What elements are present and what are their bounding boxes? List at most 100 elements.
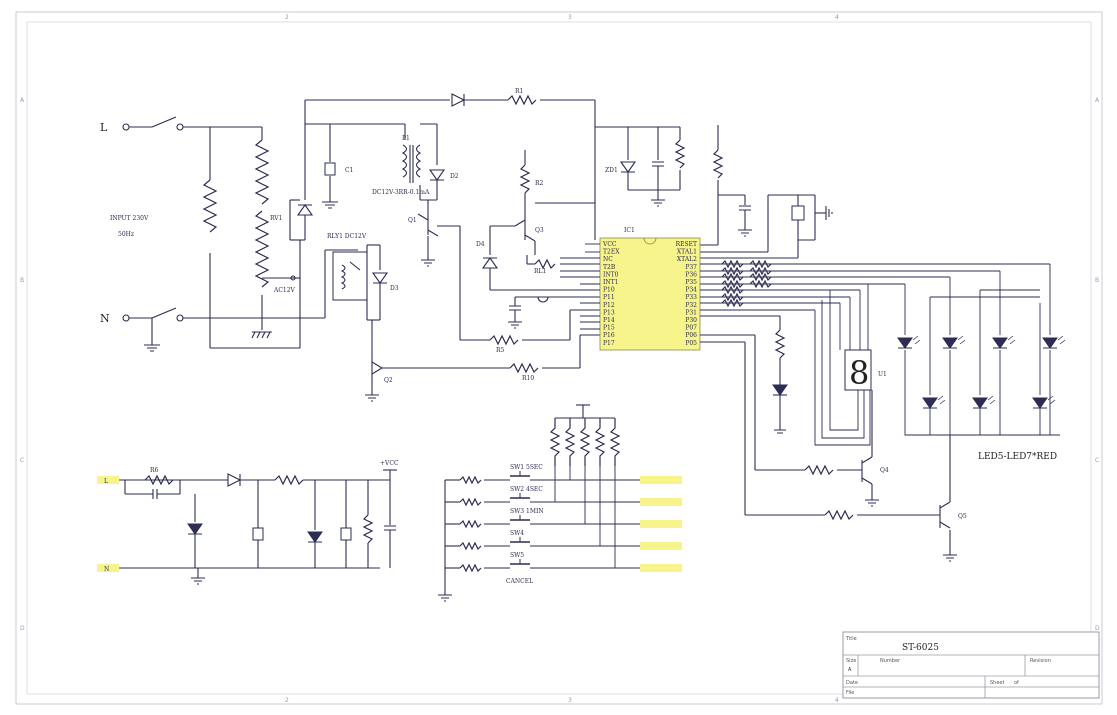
key-label: SW1 5SEC <box>510 464 543 471</box>
vcc-label: +VCC <box>380 460 399 467</box>
led-group-label: LED5-LED7*RED <box>978 452 1057 462</box>
resistor-r18 <box>721 279 744 289</box>
svg-text:2: 2 <box>285 14 289 21</box>
input-transistor-section: R2 Q3 D4 RL1 R5 <box>437 150 600 354</box>
led <box>1042 335 1066 349</box>
microcontroller-ic1: IC1 VCCT2EXNCT2BINT0INT1P10P11P12P13P14P… <box>560 227 1050 351</box>
svg-text:R2: R2 <box>535 180 544 187</box>
capacitor-c3 <box>509 305 521 311</box>
resistor-r3 <box>674 139 686 169</box>
resistor-r4 <box>712 149 724 179</box>
indicator-led-d5 <box>772 384 788 396</box>
ic1-left-pins: VCCT2EXNCT2BINT0INT1P10P11P12P13P14P15P1… <box>602 241 620 347</box>
key-row: SW4 <box>445 530 682 551</box>
supply-l-label: L <box>104 478 108 485</box>
svg-text:D4: D4 <box>476 241 485 248</box>
resistor-r6 <box>144 474 174 486</box>
svg-text:R10: R10 <box>522 375 534 382</box>
seven-segment-digit: 8 <box>849 354 869 392</box>
ic1-pin-left: INT0 <box>603 271 619 278</box>
svg-text:2: 2 <box>285 697 289 704</box>
ic1-pin-left: P10 <box>603 287 615 294</box>
key-series-resistor <box>459 519 482 529</box>
diode-d5 <box>481 257 499 269</box>
size-value: A <box>848 667 852 673</box>
key-row: SW1 5SEC <box>445 464 682 485</box>
svg-text:P1: P1 <box>402 135 410 142</box>
resistor-r10 <box>509 362 539 374</box>
date-field-label: Date <box>846 680 858 686</box>
svg-text:R1: R1 <box>515 88 523 95</box>
pullup-resistor-5 <box>609 418 621 466</box>
zener-zd2 <box>307 531 323 543</box>
svg-text:Q3: Q3 <box>535 227 544 234</box>
mains-input: L N INPUT 230V 50Hz AC12V RV1 <box>100 116 325 352</box>
svg-text:R6: R6 <box>150 467 159 474</box>
key-connector <box>640 498 682 506</box>
supply-n-label: N <box>104 566 109 573</box>
key-connector <box>640 476 682 484</box>
resistor-r17 <box>721 272 744 282</box>
svg-text:R5: R5 <box>496 347 505 354</box>
svg-text:Q1: Q1 <box>408 217 417 224</box>
ic1-pin-right: P07 <box>685 325 697 332</box>
led <box>992 335 1016 349</box>
ic1-pin-right: P06 <box>685 332 697 339</box>
ic1-pin-right: P36 <box>685 271 697 278</box>
svg-text:RL1: RL1 <box>534 268 546 275</box>
led <box>897 335 921 349</box>
svg-text:A: A <box>20 97 25 104</box>
sheet-of-label: of <box>1014 680 1019 686</box>
svg-text:Q5: Q5 <box>958 513 967 520</box>
resistor-r8 <box>804 464 834 476</box>
flyback-diode-d2 <box>428 169 446 181</box>
x-capacitor-c1 <box>152 489 158 499</box>
ic1-pin-right: P31 <box>685 309 697 316</box>
resistor-r5 <box>489 334 519 346</box>
crystal-y1 <box>791 205 805 221</box>
ic1-pin-right: P37 <box>685 264 697 271</box>
ic1-pin-left: INT1 <box>603 279 618 286</box>
rectifier-diode-d7 <box>227 473 242 487</box>
pullup-resistor-4 <box>594 418 606 466</box>
ic1-pin-left: P13 <box>603 309 615 316</box>
dc-supply-section: L N R6 +VCC <box>97 460 399 585</box>
key-label: SW2 4SEC <box>510 486 543 493</box>
bulk-capacitor-c5 <box>252 527 264 541</box>
svg-text:D: D <box>1095 625 1100 632</box>
ic1-pin-left: P16 <box>603 332 615 339</box>
ic1-pin-right: P34 <box>685 287 697 294</box>
ic1-pin-left: P14 <box>603 317 615 324</box>
dropper-resistor-2 <box>254 210 270 288</box>
key-series-resistor <box>459 541 482 551</box>
svg-text:Q2: Q2 <box>384 377 393 384</box>
key-series-resistor <box>459 563 482 573</box>
seven-segment-designator: U1 <box>878 371 887 378</box>
number-field-label: Number <box>880 658 901 664</box>
dropper-resistor-1 <box>254 139 270 205</box>
ic1-pin-right: XTAL2 <box>677 256 697 263</box>
svg-text:D3: D3 <box>390 285 399 292</box>
resistor-r11 <box>534 258 556 270</box>
pullup-resistor-1 <box>549 418 561 466</box>
resistor-r13 <box>362 514 374 544</box>
ic1-pin-right: RESET <box>676 241 697 248</box>
title-block: Title ST-6025 Size A Number Revision Dat… <box>842 631 1100 699</box>
mains-switch-l <box>151 116 177 128</box>
relay-rly1 <box>332 251 368 301</box>
ic1-pin-right: P05 <box>685 340 697 347</box>
key-row: SW5 <box>445 552 682 573</box>
ic1-pin-left: P11 <box>603 294 615 301</box>
ic1-pin-left: NC <box>603 256 613 263</box>
key-connector <box>640 564 682 572</box>
resistor-r19 <box>721 285 744 295</box>
ic1-pin-left: T2B <box>603 264 616 271</box>
revision-field-label: Revision <box>1030 658 1051 664</box>
zener-zd1 <box>619 161 637 173</box>
top-supply-branch: R1 ZD1 <box>451 88 833 259</box>
led <box>922 395 946 409</box>
schematic-title: ST-6025 <box>902 643 939 653</box>
led <box>942 335 966 349</box>
